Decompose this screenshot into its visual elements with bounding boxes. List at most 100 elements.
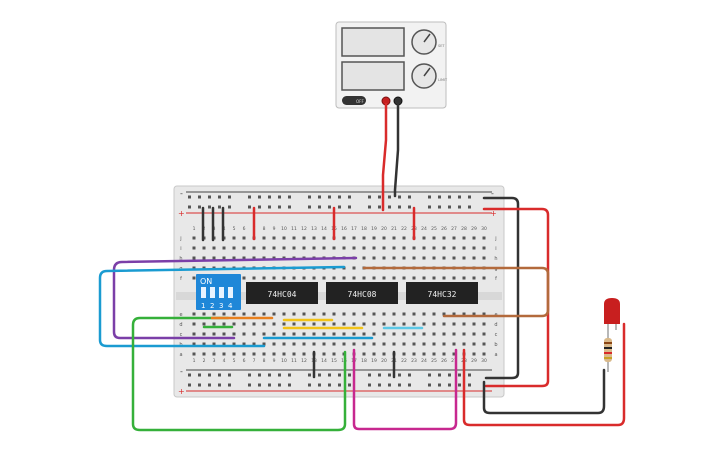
grid-hole[interactable]	[302, 312, 306, 316]
grid-hole[interactable]	[222, 256, 226, 260]
grid-hole[interactable]	[402, 342, 406, 346]
grid-hole[interactable]	[282, 352, 286, 356]
grid-hole[interactable]	[262, 342, 266, 346]
grid-hole[interactable]	[402, 246, 406, 250]
rail-hole[interactable]	[228, 195, 231, 199]
chip-74hc08[interactable]: 74HC08	[326, 282, 398, 304]
grid-hole[interactable]	[322, 342, 326, 346]
rail-hole[interactable]	[328, 205, 331, 209]
grid-hole[interactable]	[352, 342, 356, 346]
grid-hole[interactable]	[262, 236, 266, 240]
grid-hole[interactable]	[292, 246, 296, 250]
grid-hole[interactable]	[292, 312, 296, 316]
rail-hole[interactable]	[198, 195, 201, 199]
rail-hole[interactable]	[288, 383, 291, 387]
grid-hole[interactable]	[192, 276, 196, 280]
rail-hole[interactable]	[448, 205, 451, 209]
grid-hole[interactable]	[402, 352, 406, 356]
grid-hole[interactable]	[432, 276, 436, 280]
grid-hole[interactable]	[202, 322, 206, 326]
rail-hole[interactable]	[368, 205, 371, 209]
grid-hole[interactable]	[482, 352, 486, 356]
rail-hole[interactable]	[288, 205, 291, 209]
grid-hole[interactable]	[272, 322, 276, 326]
grid-hole[interactable]	[342, 322, 346, 326]
grid-hole[interactable]	[472, 246, 476, 250]
grid-hole[interactable]	[422, 276, 426, 280]
grid-hole[interactable]	[482, 276, 486, 280]
grid-hole[interactable]	[342, 276, 346, 280]
grid-hole[interactable]	[292, 332, 296, 336]
resistor[interactable]	[604, 334, 612, 372]
grid-hole[interactable]	[232, 246, 236, 250]
rail-hole[interactable]	[208, 383, 211, 387]
grid-hole[interactable]	[382, 236, 386, 240]
grid-hole[interactable]	[192, 246, 196, 250]
grid-hole[interactable]	[272, 332, 276, 336]
rail-hole[interactable]	[268, 195, 271, 199]
grid-hole[interactable]	[202, 266, 206, 270]
grid-hole[interactable]	[282, 236, 286, 240]
grid-hole[interactable]	[322, 236, 326, 240]
rail-hole[interactable]	[408, 373, 411, 377]
red-led-wire[interactable]	[462, 322, 626, 427]
grid-hole[interactable]	[192, 322, 196, 326]
rail-hole[interactable]	[268, 205, 271, 209]
grid-hole[interactable]	[402, 256, 406, 260]
rail-hole[interactable]	[338, 383, 341, 387]
grid-hole[interactable]	[432, 352, 436, 356]
rail-hole[interactable]	[458, 383, 461, 387]
rail-hole[interactable]	[468, 373, 471, 377]
rail-hole[interactable]	[428, 383, 431, 387]
grid-hole[interactable]	[362, 322, 366, 326]
grid-hole[interactable]	[442, 352, 446, 356]
grid-hole[interactable]	[372, 256, 376, 260]
grid-hole[interactable]	[312, 342, 316, 346]
grid-hole[interactable]	[222, 322, 226, 326]
grid-hole[interactable]	[442, 342, 446, 346]
grid-hole[interactable]	[422, 236, 426, 240]
grid-hole[interactable]	[432, 342, 436, 346]
grid-hole[interactable]	[412, 276, 416, 280]
grid-hole[interactable]	[392, 342, 396, 346]
grid-hole[interactable]	[252, 276, 256, 280]
rail-hole[interactable]	[318, 195, 321, 199]
grid-hole[interactable]	[302, 342, 306, 346]
rail-hole[interactable]	[268, 373, 271, 377]
rail-hole[interactable]	[338, 205, 341, 209]
grid-hole[interactable]	[312, 246, 316, 250]
rail-hole[interactable]	[398, 373, 401, 377]
grid-hole[interactable]	[242, 342, 246, 346]
grid-hole[interactable]	[322, 246, 326, 250]
grid-hole[interactable]	[482, 246, 486, 250]
grid-hole[interactable]	[312, 276, 316, 280]
rail-hole[interactable]	[258, 205, 261, 209]
grid-hole[interactable]	[362, 276, 366, 280]
grid-hole[interactable]	[452, 352, 456, 356]
chip-74hc04[interactable]: 74HC04	[246, 282, 318, 304]
grid-hole[interactable]	[422, 322, 426, 326]
rail-hole[interactable]	[398, 205, 401, 209]
rail-hole[interactable]	[348, 373, 351, 377]
rail-hole[interactable]	[188, 383, 191, 387]
grid-hole[interactable]	[402, 332, 406, 336]
rail-hole[interactable]	[328, 383, 331, 387]
rail-hole[interactable]	[438, 205, 441, 209]
grid-hole[interactable]	[362, 236, 366, 240]
grid-hole[interactable]	[482, 342, 486, 346]
rail-hole[interactable]	[428, 205, 431, 209]
grid-hole[interactable]	[412, 256, 416, 260]
grid-hole[interactable]	[452, 312, 456, 316]
grid-hole[interactable]	[402, 236, 406, 240]
rail-hole[interactable]	[278, 195, 281, 199]
grid-hole[interactable]	[332, 352, 336, 356]
grid-hole[interactable]	[232, 312, 236, 316]
grid-hole[interactable]	[192, 332, 196, 336]
rail-hole[interactable]	[268, 383, 271, 387]
grid-hole[interactable]	[202, 256, 206, 260]
grid-hole[interactable]	[222, 312, 226, 316]
grid-hole[interactable]	[222, 246, 226, 250]
rail-hole[interactable]	[468, 205, 471, 209]
grid-hole[interactable]	[472, 256, 476, 260]
rail-hole[interactable]	[458, 195, 461, 199]
